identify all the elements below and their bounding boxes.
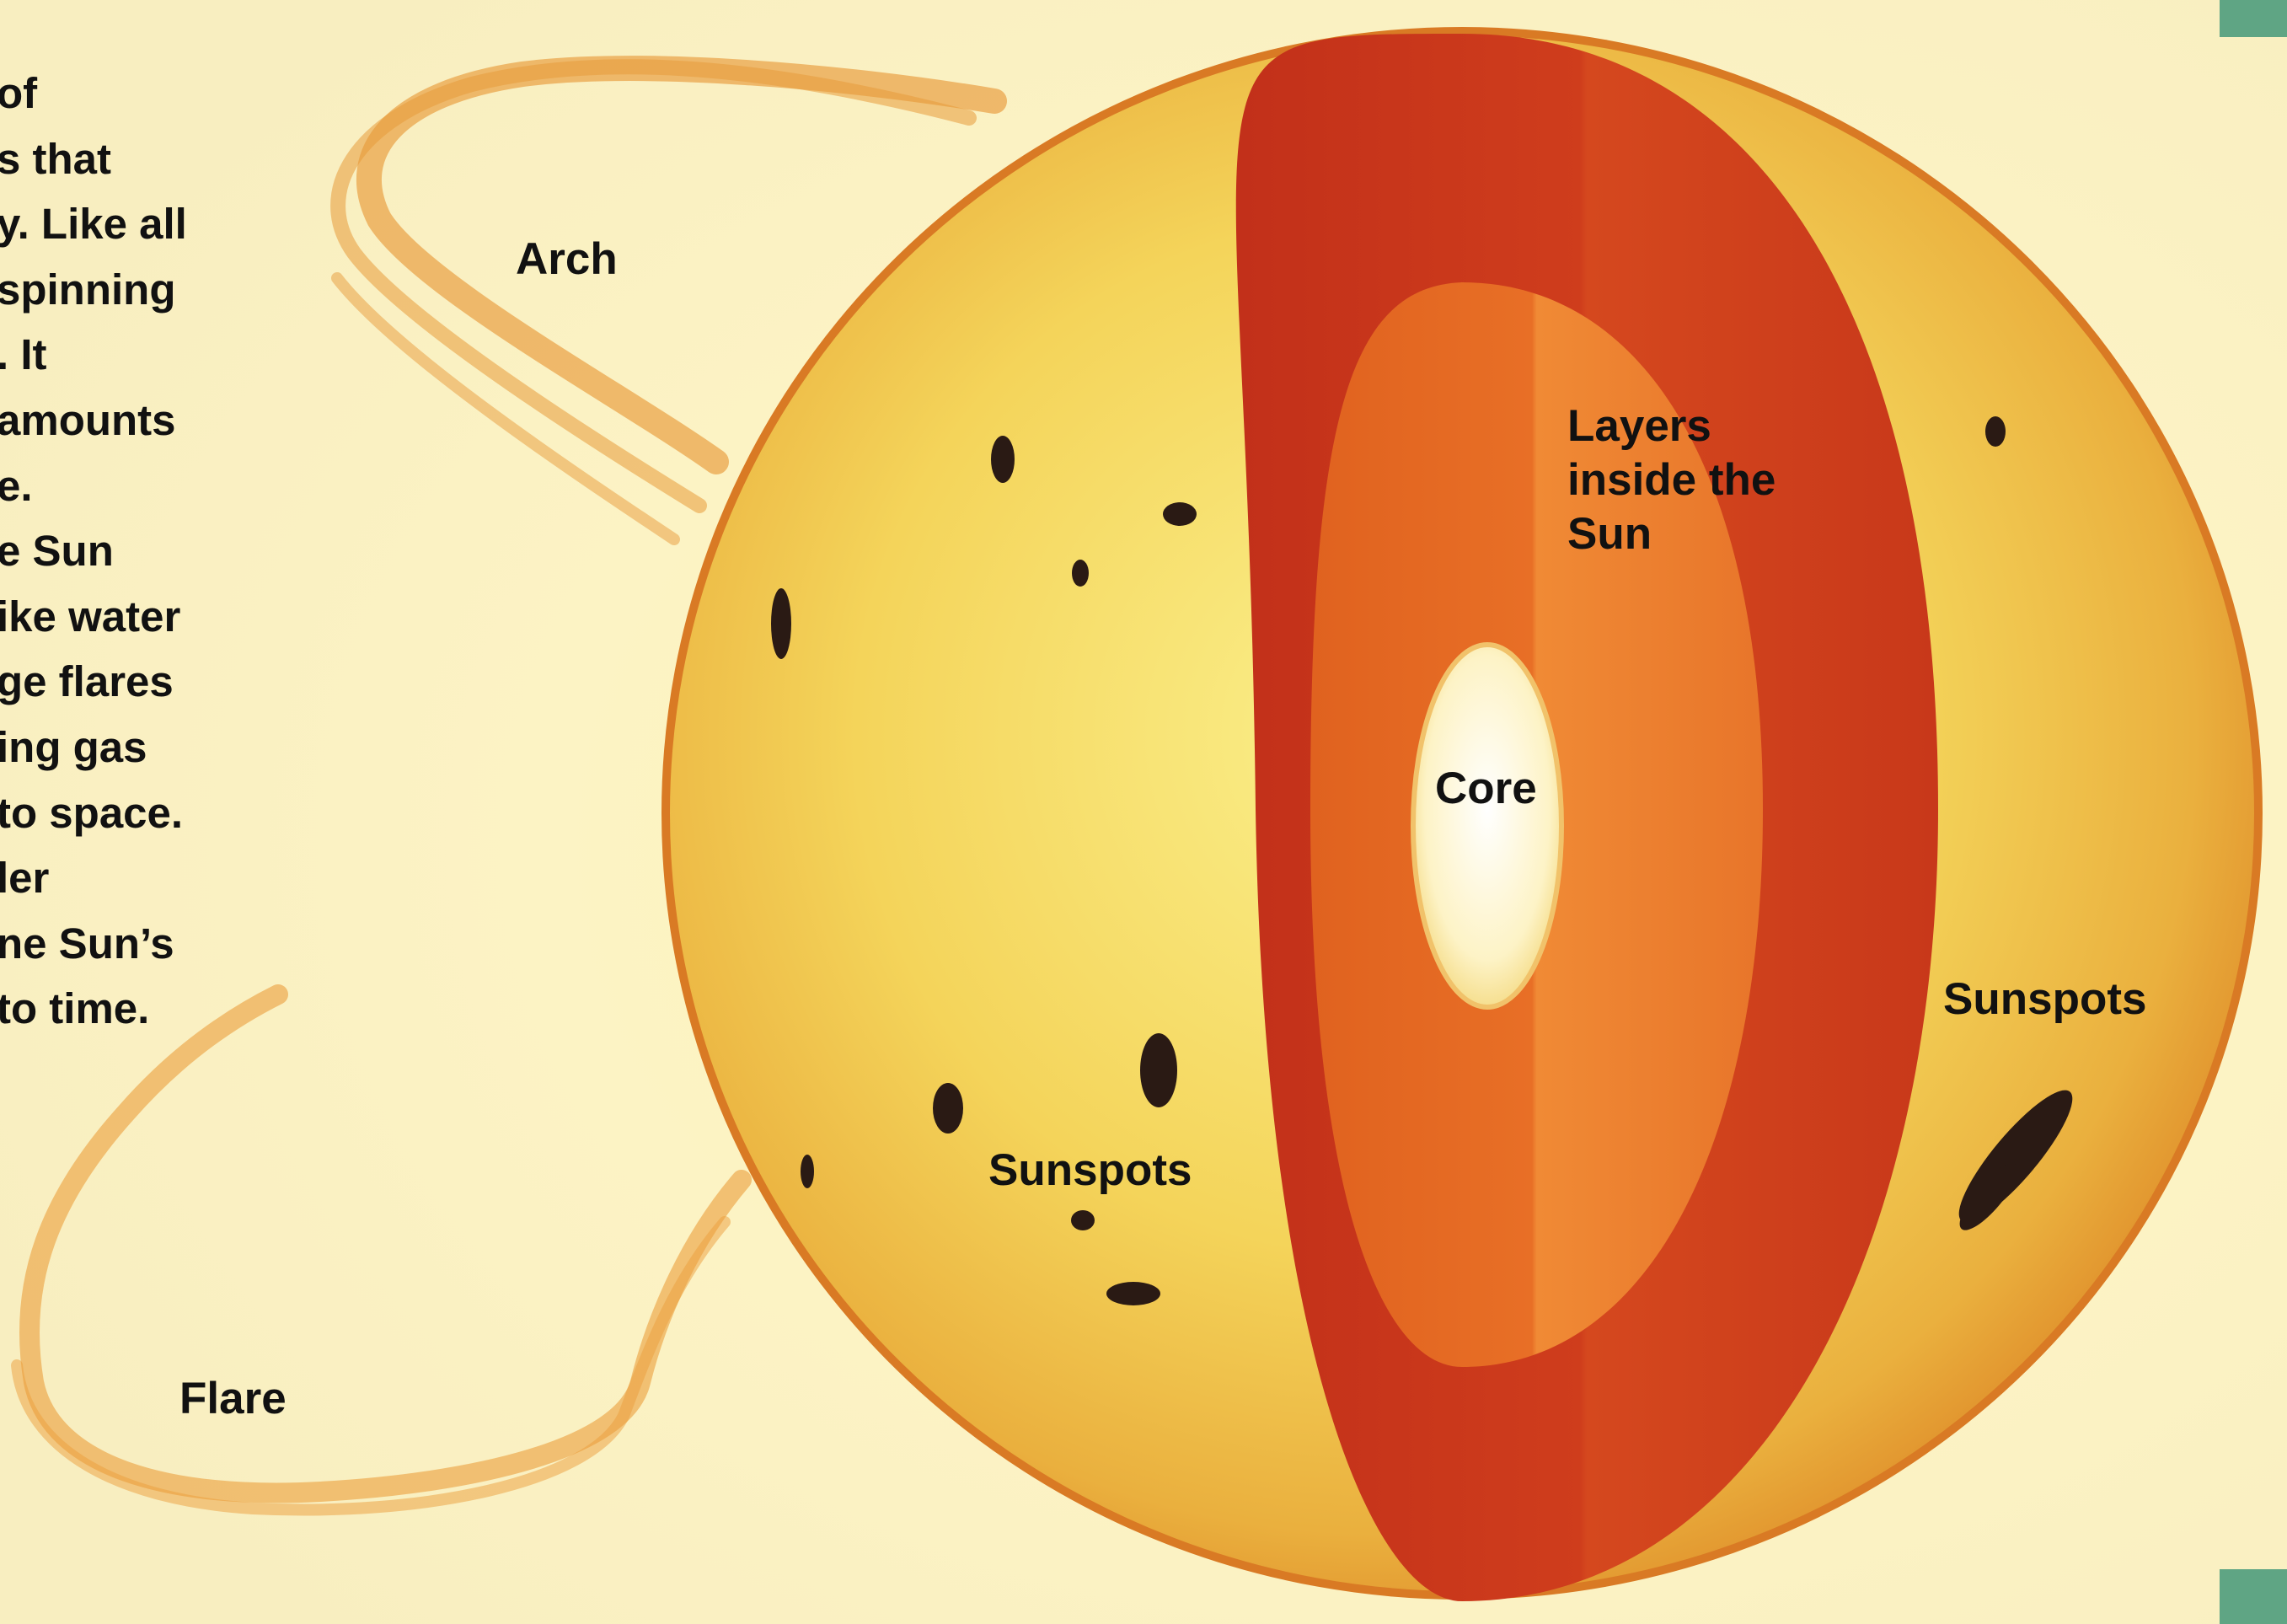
- intro-line: ge flares: [0, 649, 187, 715]
- core-label: Core: [1435, 762, 1537, 816]
- intro-line: ne Sun’s: [0, 911, 187, 977]
- intro-line: ing gas: [0, 715, 187, 780]
- intro-line: e Sun: [0, 518, 187, 584]
- layers-label-line: Layers: [1567, 399, 1776, 453]
- page-tab-bottom: [2220, 1569, 2287, 1624]
- core-sphere: [1413, 645, 1561, 1007]
- intro-line: amounts: [0, 388, 187, 453]
- sunspots-label-left: Sunspots: [988, 1144, 1192, 1198]
- intro-line: ler: [0, 845, 187, 911]
- sunspots-label-right: Sunspots: [1943, 973, 2146, 1026]
- arch-label: Arch: [516, 233, 618, 287]
- flare-label: Flare: [179, 1372, 287, 1426]
- intro-line: . It: [0, 322, 187, 388]
- intro-line: to time.: [0, 976, 187, 1042]
- page-tab-top: [2220, 0, 2287, 37]
- layers-label: Layers inside the Sun: [1567, 399, 1776, 561]
- intro-paragraph: of s that y. Like all spinning . It amou…: [0, 61, 187, 1042]
- layers-label-line: inside the: [1567, 453, 1776, 507]
- intro-line: ike water: [0, 584, 187, 650]
- layers-label-line: Sun: [1567, 507, 1776, 561]
- intro-line: y. Like all: [0, 191, 187, 257]
- intro-line: s that: [0, 126, 187, 192]
- intro-line: e.: [0, 453, 187, 519]
- intro-line: spinning: [0, 257, 187, 323]
- intro-line: of: [0, 61, 187, 126]
- intro-line: to space.: [0, 780, 187, 846]
